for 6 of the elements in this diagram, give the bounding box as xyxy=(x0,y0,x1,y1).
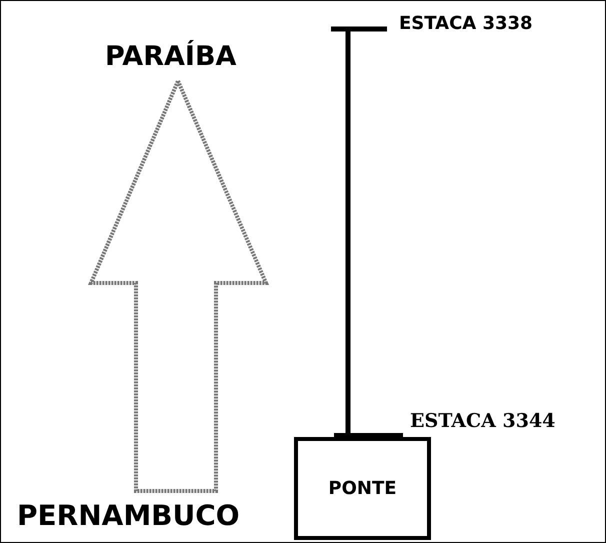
bridge-label: PONTE xyxy=(328,478,397,499)
station-label: ESTACA 3344 xyxy=(410,410,556,432)
bridge-box xyxy=(294,437,431,540)
state-label: PARAÍBA xyxy=(105,41,236,72)
station-label: ESTACA 3338 xyxy=(399,13,533,34)
state-label: PERNAMBUCO xyxy=(17,499,240,532)
